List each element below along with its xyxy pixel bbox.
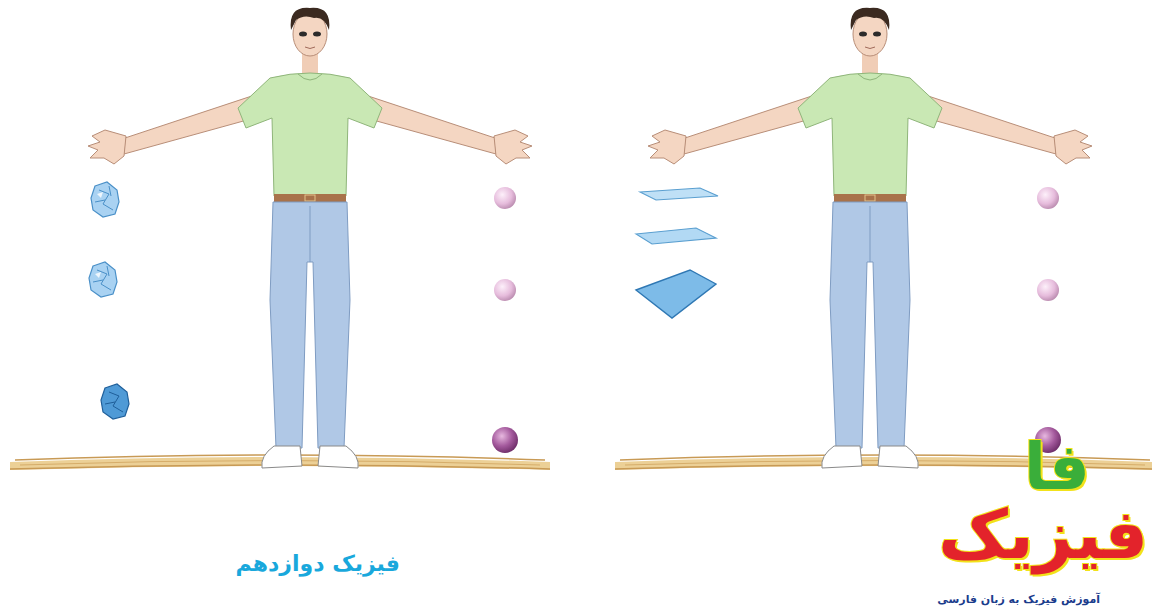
logo-word: فیزیک <box>938 498 1148 573</box>
logo-word: فا <box>1024 432 1090 502</box>
book-title: فیزیک دوازدهم <box>236 552 400 576</box>
logo-tagline: آموزش فیزیک به زبان فارسی <box>937 594 1100 606</box>
